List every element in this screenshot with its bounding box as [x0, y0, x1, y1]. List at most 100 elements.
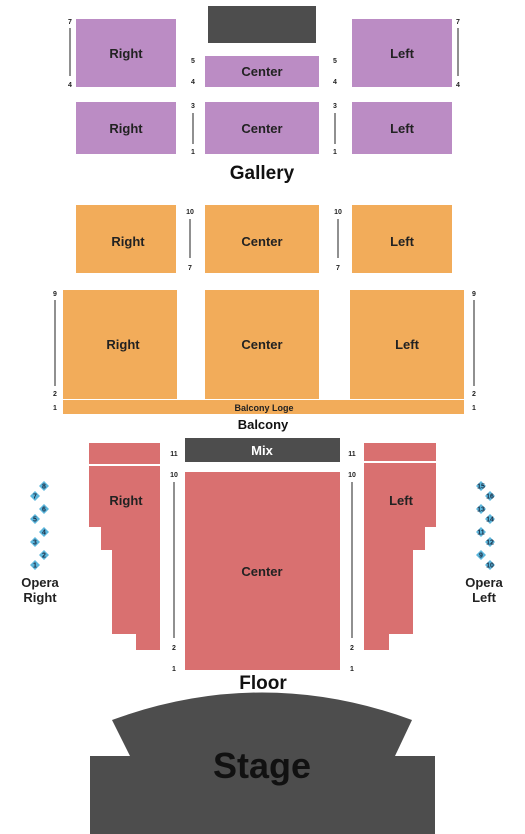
opera-right-box-label: 1: [33, 563, 37, 570]
stage-label: Stage: [213, 745, 311, 786]
floor-row-marker: 11: [170, 451, 178, 458]
gallery-center-lower-section[interactable]: [205, 102, 319, 154]
gallery-left-upper-section[interactable]: [352, 19, 452, 87]
opera-right-box-1[interactable]: [30, 560, 40, 570]
opera-right-box-6[interactable]: [39, 504, 49, 514]
gallery-center-upper-section[interactable]: [205, 56, 319, 87]
opera-right-box-label: 4: [42, 530, 46, 537]
balcony-row-marker: 7: [188, 265, 192, 272]
opera-left-label: Left: [472, 590, 497, 605]
balcony-row-marker: 1: [472, 405, 476, 412]
floor-right-section[interactable]: [89, 466, 160, 650]
balcony-center-upper-section[interactable]: [205, 205, 319, 273]
balcony-center-lower-label: Center: [241, 337, 282, 352]
floor-left-section[interactable]: [364, 463, 436, 650]
balcony-right-lower-label: Right: [106, 337, 140, 352]
opera-left-box-label: 10: [486, 563, 494, 570]
opera-right-box-3[interactable]: [30, 537, 40, 547]
floor-center-section[interactable]: [185, 472, 340, 670]
floor-center-label: Center: [241, 564, 282, 579]
gallery-row-marker: 3: [333, 103, 337, 110]
floor-row-marker: 10: [348, 472, 356, 479]
opera-left-box-13[interactable]: [476, 504, 486, 514]
gallery-row-marker: 7: [456, 19, 460, 26]
floor-row-marker: 1: [172, 666, 176, 673]
opera-left-box-11[interactable]: [476, 527, 486, 537]
gallery-right-upper-section[interactable]: [76, 19, 176, 87]
gallery-level-label: Gallery: [230, 163, 295, 184]
opera-left-box-label: 11: [477, 530, 485, 537]
balcony-right-upper-label: Right: [111, 234, 145, 249]
opera-right-box-7[interactable]: [30, 491, 40, 501]
gallery-row-marker: 5: [191, 58, 195, 65]
gallery-row-marker: 4: [68, 82, 72, 89]
opera-left-box-label: 15: [477, 484, 485, 491]
balcony-row-marker: 9: [472, 291, 476, 298]
gallery-row-marker: 1: [191, 149, 195, 156]
balcony-row-marker: 10: [186, 209, 194, 216]
floor-row-marker: 2: [350, 645, 354, 652]
gallery-right-upper-label: Right: [109, 46, 143, 61]
balcony-right-upper-section[interactable]: [76, 205, 176, 273]
opera-right-label: Opera: [21, 575, 59, 590]
opera-left-box-label: 12: [486, 540, 494, 547]
balcony-right-lower-section[interactable]: [63, 290, 177, 399]
opera-right-box-5[interactable]: [30, 514, 40, 524]
opera-left-box-10[interactable]: [485, 560, 495, 570]
opera-left-box-12[interactable]: [485, 537, 495, 547]
stage: [90, 692, 435, 834]
mix-booth-label: Mix: [251, 443, 273, 458]
balcony-loge-section[interactable]: [63, 400, 464, 414]
balcony-row-marker: 9: [53, 291, 57, 298]
balcony-left-lower-section[interactable]: [350, 290, 464, 399]
opera-left-box-16[interactable]: [485, 491, 495, 501]
floor-right-top-section[interactable]: [89, 443, 160, 464]
opera-left-box-14[interactable]: [485, 514, 495, 524]
opera-right-box-label: 8: [42, 484, 46, 491]
balcony-left-lower-label: Left: [395, 337, 420, 352]
opera-right-box-8[interactable]: [39, 481, 49, 491]
floor-left-label: Left: [389, 493, 414, 508]
floor-row-marker: 10: [170, 472, 178, 479]
opera-right-box-2[interactable]: [39, 550, 49, 560]
opera-left-label: Opera: [465, 575, 503, 590]
opera-left-box-label: 13: [477, 507, 485, 514]
balcony-level-label: Balcony: [238, 417, 289, 432]
gallery-center-lower-label: Center: [241, 121, 282, 136]
balcony-loge-label: Balcony Loge: [234, 403, 293, 413]
balcony-row-marker: 2: [472, 391, 476, 398]
opera-left-box-label: 9: [479, 553, 483, 560]
gallery-right-lower-label: Right: [109, 121, 143, 136]
balcony-left-upper-label: Left: [390, 234, 415, 249]
opera-left-box-label: 14: [486, 517, 494, 524]
floor-row-marker: 1: [350, 666, 354, 673]
balcony-row-marker: 7: [336, 265, 340, 272]
opera-right-box-label: 2: [42, 553, 46, 560]
gallery-right-lower-section[interactable]: [76, 102, 176, 154]
balcony-center-lower-section[interactable]: [205, 290, 319, 399]
floor-level-label: Floor: [239, 673, 287, 694]
opera-left-box-15[interactable]: [476, 481, 486, 491]
balcony-center-upper-label: Center: [241, 234, 282, 249]
opera-right-box-label: 7: [33, 494, 37, 501]
gallery-left-lower-section[interactable]: [352, 102, 452, 154]
opera-left-box-label: 16: [486, 494, 494, 501]
gallery-row-marker: 3: [191, 103, 195, 110]
gallery-row-marker: 4: [333, 79, 337, 86]
opera-right-box-label: 6: [42, 507, 46, 514]
opera-right-box-label: 3: [33, 540, 37, 547]
floor-left-top-section[interactable]: [364, 443, 436, 461]
opera-left-box-9[interactable]: [476, 550, 486, 560]
floor-row-marker: 11: [348, 451, 356, 458]
balcony-left-upper-section[interactable]: [352, 205, 452, 273]
opera-right-box-4[interactable]: [39, 527, 49, 537]
gallery-row-marker: 5: [333, 58, 337, 65]
mix-booth: [185, 438, 340, 462]
gallery-center-upper-label: Center: [241, 64, 282, 79]
gallery-left-lower-label: Left: [390, 121, 415, 136]
gallery-row-marker: 4: [191, 79, 195, 86]
